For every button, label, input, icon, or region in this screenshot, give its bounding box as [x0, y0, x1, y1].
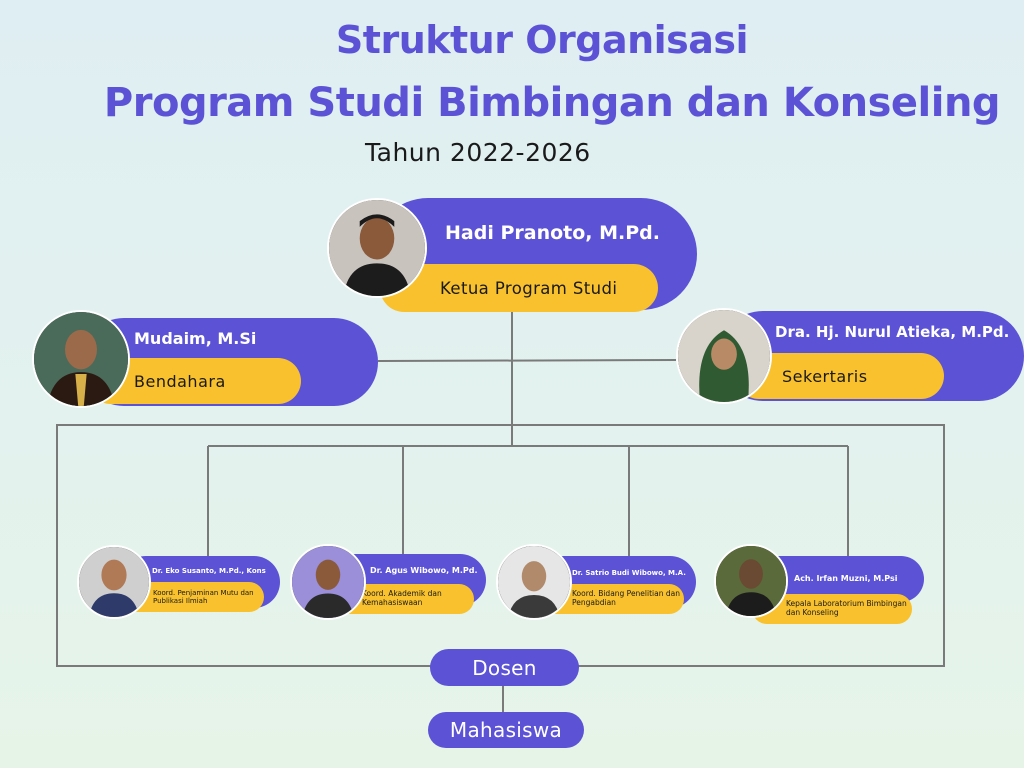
- coordinator-2-name: Dr. Agus Wibowo, M.Pd.: [370, 566, 478, 575]
- period-label: Tahun 2022-2026: [365, 138, 591, 167]
- secretary-avatar: [676, 308, 772, 404]
- students-tag: Mahasiswa: [428, 712, 584, 748]
- head-role: Ketua Program Studi: [380, 264, 658, 312]
- treasurer-name: Mudaim, M.Si: [134, 329, 257, 348]
- coordinator-3-name: Dr. Satrio Budi Wibowo, M.A.: [572, 569, 686, 577]
- head-avatar: [327, 198, 427, 298]
- coordinator-4-name: Ach. Irfan Muzni, M.Psi: [794, 574, 898, 583]
- head-name: Hadi Pranoto, M.Pd.: [445, 222, 660, 244]
- title-line-2: Program Studi Bimbingan dan Konseling: [103, 80, 1001, 126]
- coordinator-1-name: Dr. Eko Susanto, M.Pd., Kons: [152, 567, 266, 575]
- title-line-1: Struktur Organisasi: [335, 18, 749, 62]
- secretary-name: Dra. Hj. Nurul Atieka, M.Pd.: [775, 323, 1010, 341]
- coordinator-2-avatar: [290, 544, 366, 620]
- coordinator-4-avatar: [714, 544, 788, 618]
- coordinator-1-avatar: [77, 545, 151, 619]
- treasurer-avatar: [32, 310, 130, 408]
- coordinator-3-avatar: [496, 544, 572, 620]
- lecturers-tag: Dosen: [430, 649, 579, 686]
